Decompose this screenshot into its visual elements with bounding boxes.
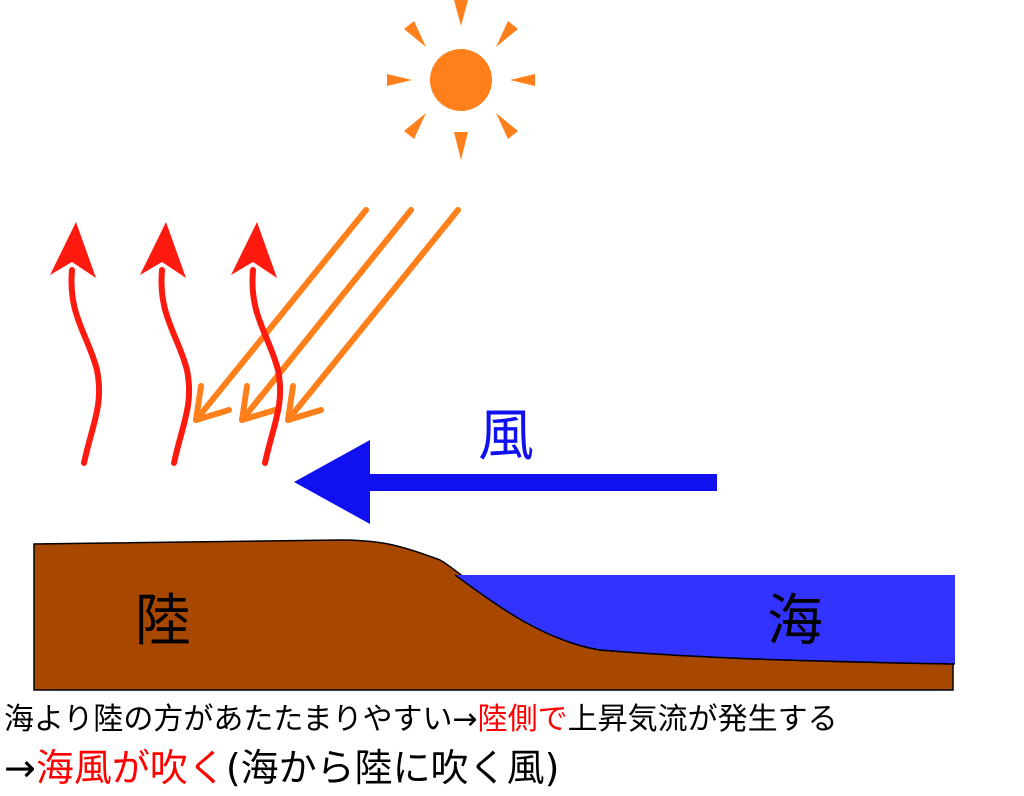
caption-text: 海より陸の方があたたまりやすい→ [4,702,478,737]
wind-label: 風 [478,404,534,469]
sunlight-ray-arrow [239,207,414,423]
caption-text: (海から陸に吹く風) [225,746,560,790]
caption-highlight: 陸側で [477,702,568,737]
sunlight-ray-arrows [193,207,461,423]
rising-air-arrow [50,222,103,466]
sunlight-ray-arrow [193,207,369,423]
caption-arrow: → [4,746,36,790]
sea-shape [455,575,955,664]
caption-line-2: →海風が吹く(海から陸に吹く風) [4,744,560,792]
rising-air-arrows [50,222,284,466]
caption-highlight: 海風が吹く [35,746,226,790]
seabed-line [454,574,956,665]
land-label: 陸 [135,589,191,654]
caption-line-1: 海より陸の方があたたまりやすい→陸側で上昇気流が発生する [4,700,838,740]
sun-icon [387,0,535,160]
sunlight-ray-arrow [285,207,461,423]
wind-arrow [294,440,717,524]
rising-air-arrow [140,222,193,466]
sea-label: 海 [767,589,823,654]
rising-air-arrow [231,222,284,466]
caption-text: 上昇気流が発生する [567,702,838,737]
